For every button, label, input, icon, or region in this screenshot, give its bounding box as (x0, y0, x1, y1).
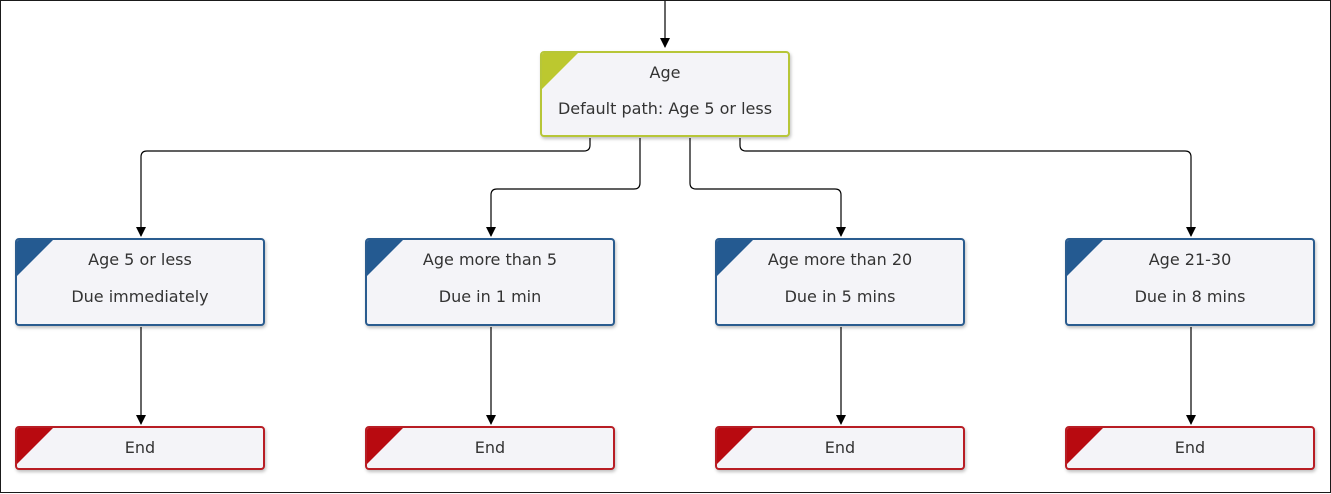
step-corner-marker (367, 240, 403, 276)
end-corner-marker (717, 428, 753, 464)
end-label: End (824, 438, 856, 457)
decision-corner-marker (542, 53, 578, 89)
end-label: End (124, 438, 156, 457)
end-label: End (1174, 438, 1206, 457)
end-corner-marker (1067, 428, 1103, 464)
end-label: End (474, 438, 506, 457)
node-subtitle: Default path: Age 5 or less (557, 99, 773, 118)
step-node-age-more-than-20[interactable]: Age more than 20 Due in 5 mins (715, 238, 965, 326)
node-title: Age 21-30 (1148, 250, 1232, 269)
end-node-3[interactable]: End (715, 426, 965, 470)
step-corner-marker (17, 240, 53, 276)
end-corner-marker (17, 428, 53, 464)
step-corner-marker (717, 240, 753, 276)
connector-root-to-branch-1 (136, 138, 591, 237)
step-node-age-more-than-5[interactable]: Age more than 5 Due in 1 min (365, 238, 615, 326)
node-title: Age more than 5 (422, 250, 558, 269)
node-subtitle: Due in 1 min (438, 287, 542, 306)
end-node-4[interactable]: End (1065, 426, 1315, 470)
decision-node-age[interactable]: Age Default path: Age 5 or less (540, 51, 790, 137)
node-title: Age (649, 63, 681, 82)
node-subtitle: Due immediately (71, 287, 209, 306)
node-title: Age more than 20 (767, 250, 913, 269)
connector-root-to-branch-4 (739, 138, 1196, 237)
connector-root-to-branch-2 (486, 138, 641, 237)
step-corner-marker (1067, 240, 1103, 276)
node-title: Age 5 or less (88, 250, 192, 269)
end-node-2[interactable]: End (365, 426, 615, 470)
end-node-1[interactable]: End (15, 426, 265, 470)
node-subtitle: Due in 5 mins (784, 287, 896, 306)
end-corner-marker (367, 428, 403, 464)
step-node-age-21-30[interactable]: Age 21-30 Due in 8 mins (1065, 238, 1315, 326)
connector-root-to-branch-3 (689, 138, 846, 237)
step-node-age-5-or-less[interactable]: Age 5 or less Due immediately (15, 238, 265, 326)
node-subtitle: Due in 8 mins (1134, 287, 1246, 306)
